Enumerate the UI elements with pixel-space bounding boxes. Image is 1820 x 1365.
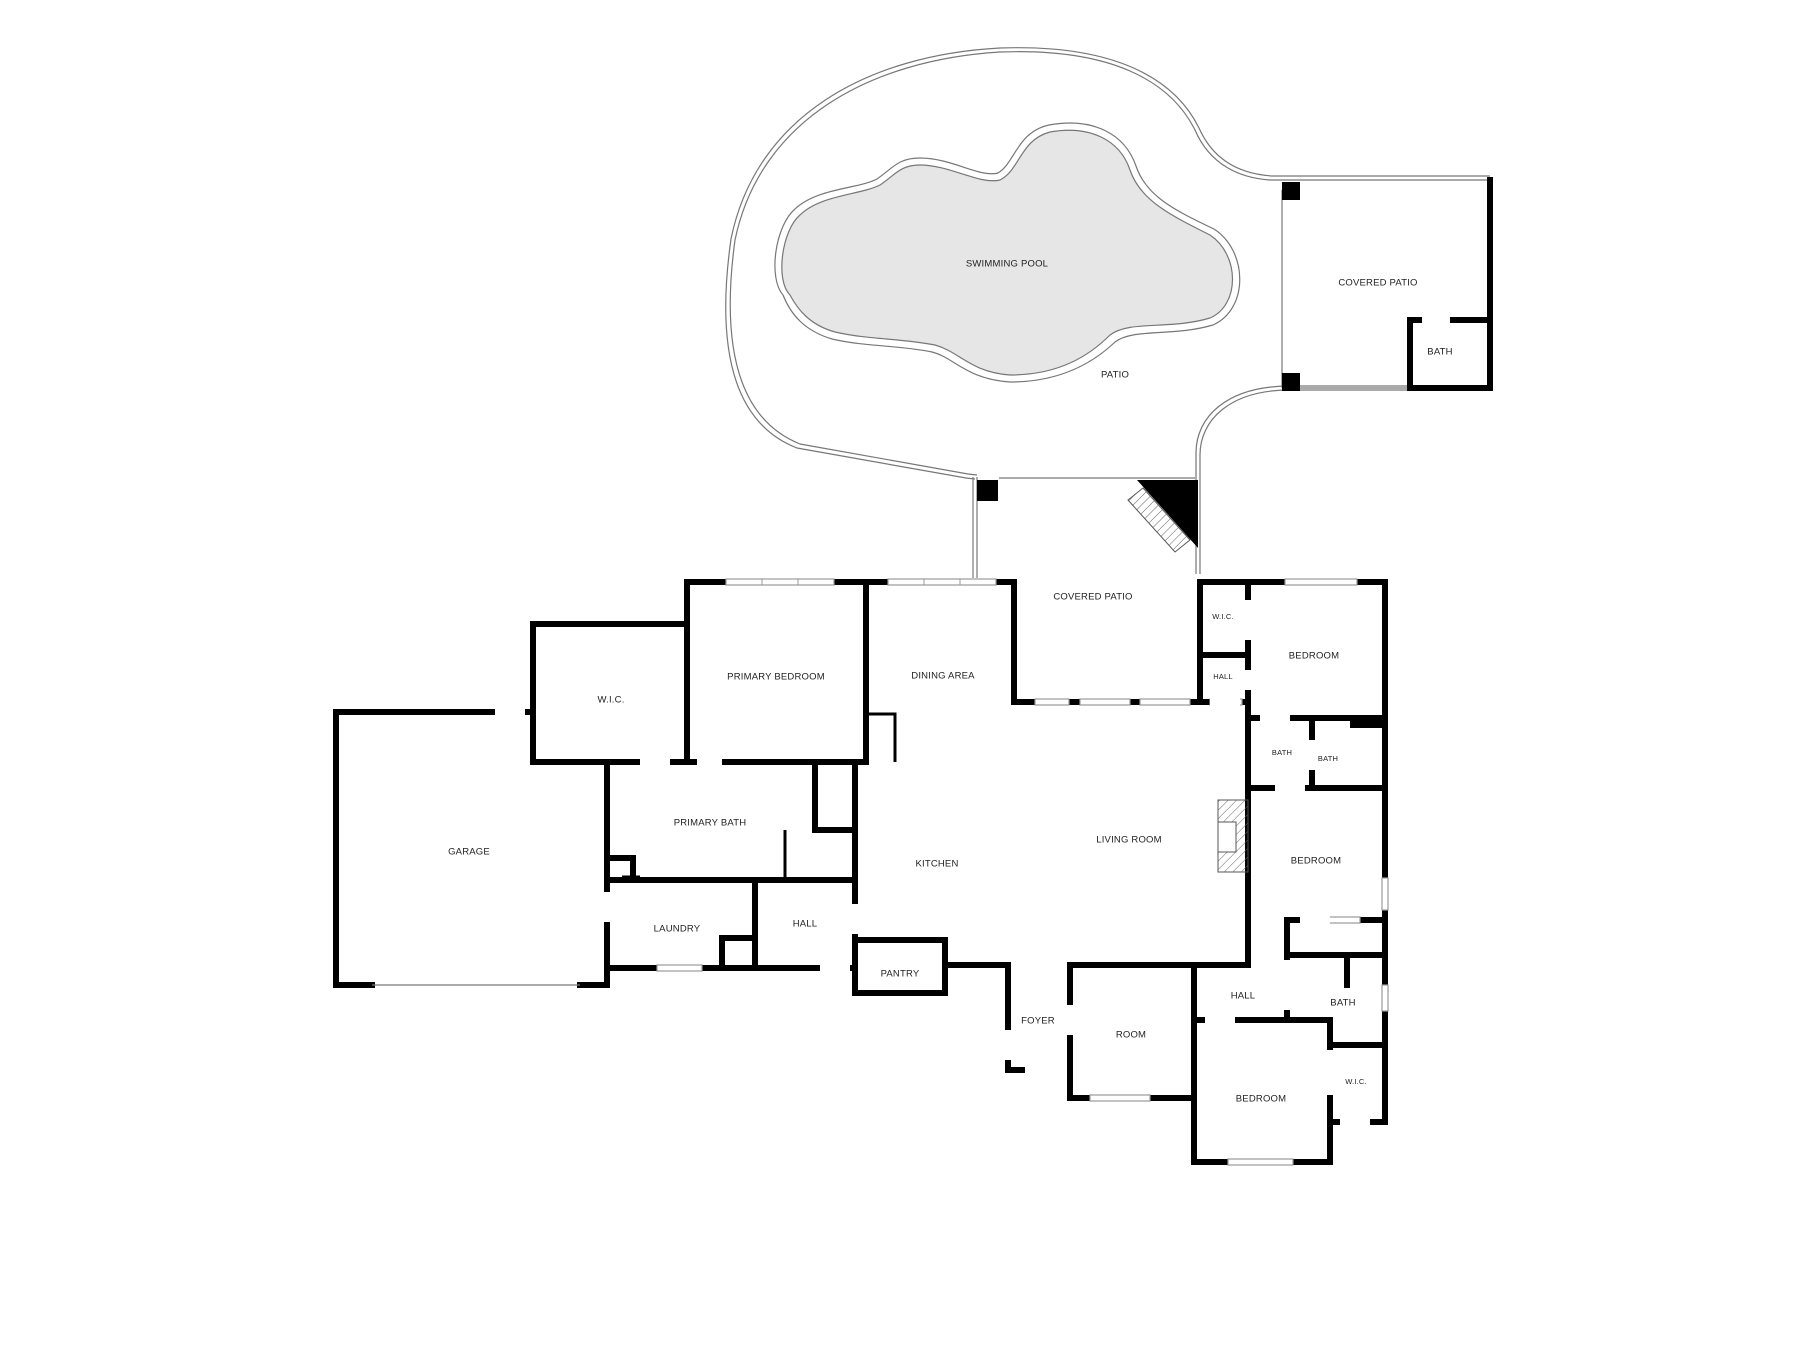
label-bath-patio: BATH (1427, 347, 1452, 358)
label-bath-east-1: BATH (1272, 748, 1292, 757)
label-room: ROOM (1116, 1030, 1146, 1041)
label-kitchen: KITCHEN (915, 859, 958, 870)
label-bedroom-se: BEDROOM (1236, 1094, 1287, 1105)
label-patio: PATIO (1101, 370, 1129, 381)
label-foyer: FOYER (1021, 1016, 1055, 1027)
patio-area (725, 47, 1490, 578)
label-pantry: PANTRY (881, 969, 920, 980)
label-wic-primary: W.I.C. (597, 695, 624, 706)
label-dining-area: DINING AREA (911, 671, 975, 682)
label-wic-east: W.I.C. (1212, 612, 1234, 621)
label-primary-bath: PRIMARY BATH (674, 818, 747, 829)
label-covered-patio-center: COVERED PATIO (1053, 592, 1132, 603)
swimming-pool (774, 122, 1241, 383)
label-bath-east-2: BATH (1318, 754, 1338, 763)
label-covered-patio-east: COVERED PATIO (1338, 278, 1417, 289)
bath-patio (1407, 315, 1493, 391)
label-laundry: LAUNDRY (654, 924, 701, 935)
label-wic-se: W.I.C. (1345, 1077, 1367, 1086)
covered-patio-center-structure (977, 480, 1198, 553)
fireplace-living (1217, 799, 1249, 873)
door-openings (850, 600, 1370, 1127)
covered-patio-east (1281, 177, 1493, 391)
label-garage: GARAGE (448, 847, 490, 858)
label-hall-east: HALL (1213, 672, 1233, 681)
room-labels: SWIMMING POOL PATIO COVERED PATIO BATH C… (448, 259, 1452, 1105)
label-bedroom-east: BEDROOM (1291, 856, 1342, 867)
interior-partitions (622, 712, 1289, 920)
label-living-room: LIVING ROOM (1096, 835, 1162, 846)
label-hall-west: HALL (793, 919, 818, 930)
label-primary-bedroom: PRIMARY BEDROOM (727, 672, 825, 683)
label-swimming-pool: SWIMMING POOL (966, 259, 1048, 270)
label-bedroom-ne: BEDROOM (1289, 651, 1340, 662)
label-bath-se: BATH (1330, 998, 1355, 1009)
windows (656, 578, 1389, 1166)
label-hall-south: HALL (1231, 991, 1256, 1002)
